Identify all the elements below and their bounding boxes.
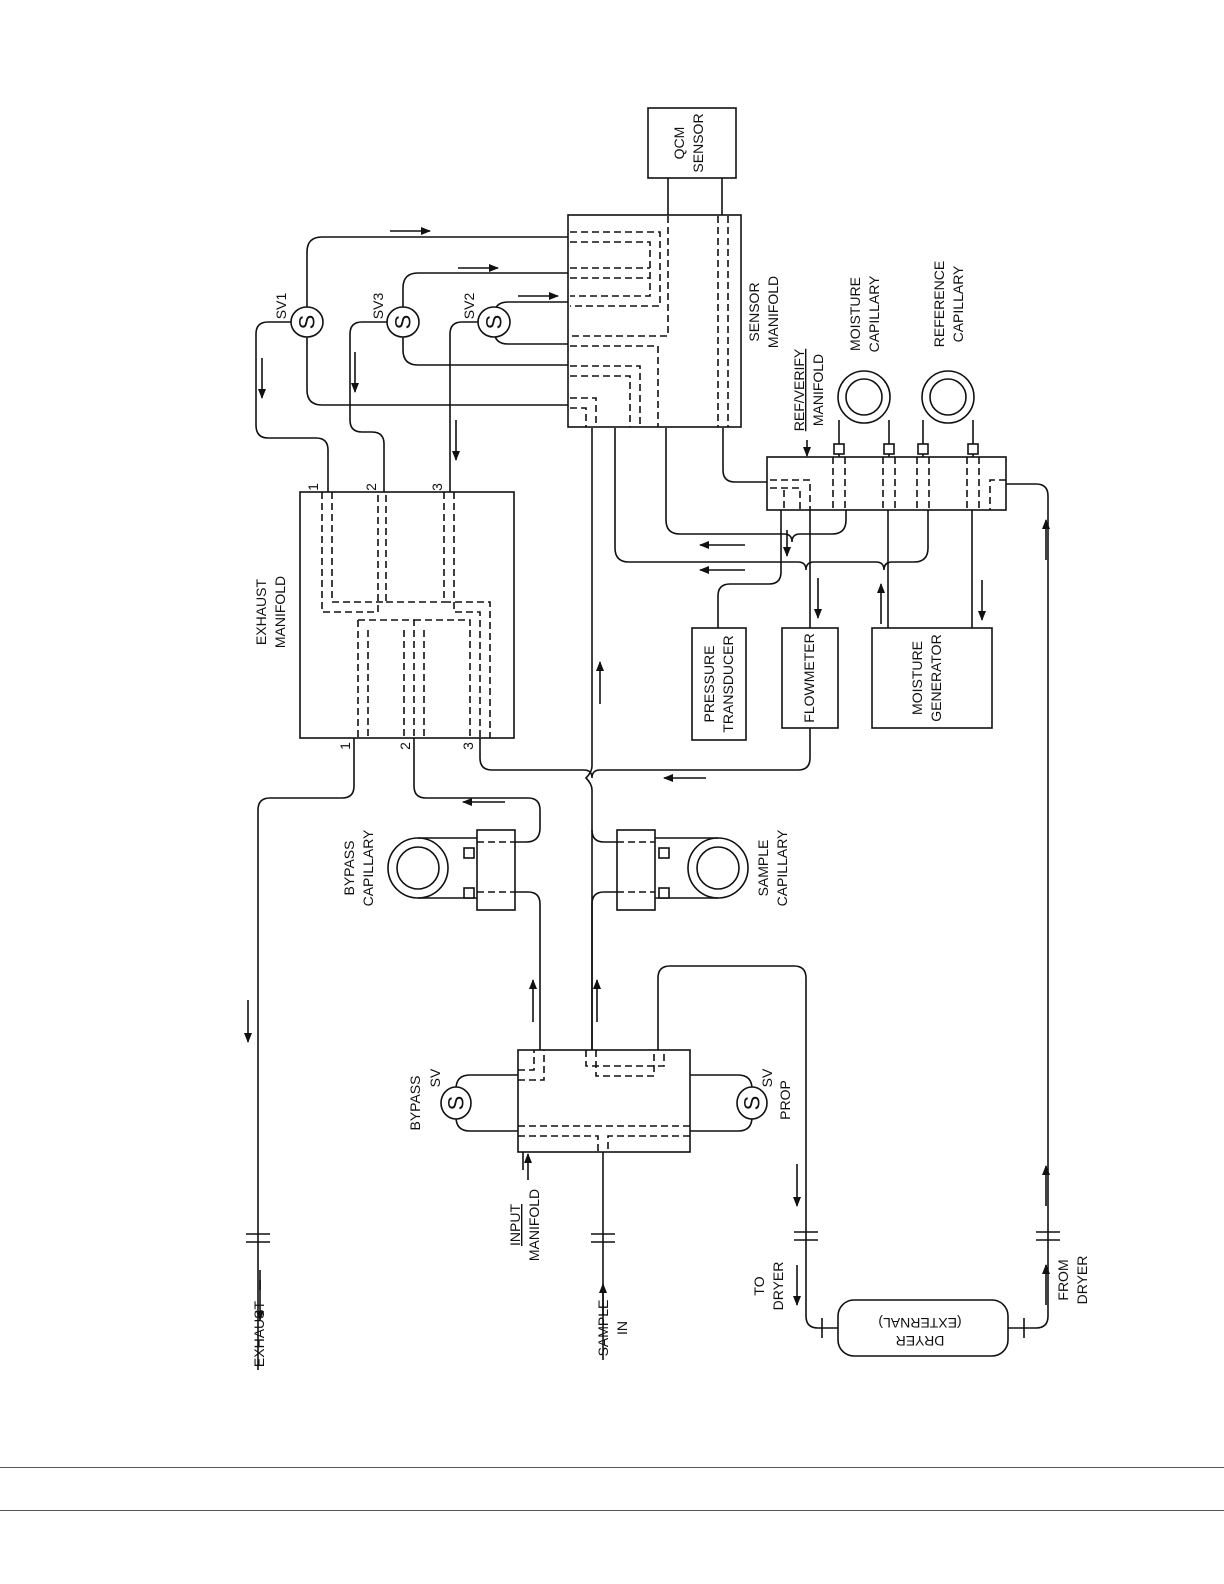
reference-capillary-label-line2: CAPILLARY xyxy=(950,265,966,342)
pressure-transducer-label-line2: TRANSDUCER xyxy=(720,635,736,732)
exhaust-bottom-port-2: 2 xyxy=(397,742,413,750)
solenoid-valve-prop xyxy=(736,1086,768,1120)
from-dryer-label-line2: DRYER xyxy=(1074,1256,1090,1305)
ref-verify-manifold xyxy=(766,456,1007,511)
labels: S S S S S SV1 SV3 SV2 SV BYPASS SV PROP … xyxy=(251,113,1090,1367)
reference-capillary-coil xyxy=(917,370,979,455)
sv1-label: SV1 xyxy=(273,293,289,320)
bypass-valve-glyph: S xyxy=(444,1096,469,1111)
solenoid-valve-bypass xyxy=(440,1086,472,1120)
tubing-lines xyxy=(246,178,1060,1370)
qcm-sensor-box xyxy=(647,107,737,179)
exhaust-outlet-label: EXHAUST xyxy=(251,1300,267,1367)
sample-in-label-line1: SAMPLE xyxy=(595,1300,611,1357)
pressure-transducer-label-line1: PRESSURE xyxy=(701,645,717,722)
dryer-label-line2: (EXTERNAL) xyxy=(878,1315,961,1331)
input-manifold-label-line2: MANIFOLD xyxy=(526,1189,542,1261)
bypass-capillary-label-line1: BYPASS xyxy=(341,841,357,896)
solenoid-valve-sv2 xyxy=(477,306,511,338)
to-dryer-label-line1: TO xyxy=(751,1276,767,1295)
sv2-glyph: S xyxy=(482,315,507,330)
qcm-sensor-label-line2: SENSOR xyxy=(690,113,706,172)
sv2-label: SV2 xyxy=(461,293,477,320)
sensor-manifold-label-line2: MANIFOLD xyxy=(765,276,781,348)
input-manifold-label-line1: INPUT xyxy=(507,1204,523,1246)
bypass-sv-label: SV xyxy=(427,1068,443,1087)
reference-capillary-label-line1: REFERENCE xyxy=(931,261,947,347)
exhaust-top-port-1: 1 xyxy=(305,483,321,491)
sensor-manifold-label-line1: SENSOR xyxy=(746,282,762,341)
qcm-sensor-label-line1: QCM xyxy=(671,127,687,160)
prop-sv-label: SV xyxy=(759,1068,775,1087)
prop-label: PROP xyxy=(777,1080,793,1120)
moisture-generator-label-line1: MOISTURE xyxy=(909,641,925,715)
moisture-capillary-label-line1: MOISTURE xyxy=(847,277,863,351)
solenoid-valve-sv3 xyxy=(386,306,420,338)
sv3-glyph: S xyxy=(391,315,416,330)
sample-capillary xyxy=(616,829,749,911)
flowmeter-box xyxy=(781,627,839,729)
sv1-glyph: S xyxy=(295,315,320,330)
exhaust-manifold xyxy=(299,491,515,739)
page-divider-top xyxy=(0,1467,1224,1468)
sensor-manifold xyxy=(567,214,742,428)
solenoid-valve-sv1 xyxy=(290,306,324,338)
pressure-transducer-box xyxy=(691,627,747,741)
input-manifold xyxy=(517,1049,691,1153)
exhaust-manifold-label-line1: EXHAUST xyxy=(253,578,269,645)
ref-verify-label-line1: REF/VERIFY xyxy=(791,348,807,431)
dryer-label-line1: DRYER xyxy=(896,1333,945,1349)
to-dryer-label-line2: DRYER xyxy=(770,1262,786,1311)
sample-capillary-label-line2: CAPILLARY xyxy=(774,829,790,906)
moisture-generator-label-line2: GENERATOR xyxy=(928,634,944,721)
sample-in-label-line2: IN xyxy=(614,1321,630,1335)
bypass-capillary xyxy=(387,829,516,911)
sample-capillary-label-line1: SAMPLE xyxy=(755,840,771,897)
moisture-capillary-coil xyxy=(833,370,895,455)
exhaust-bottom-port-3: 3 xyxy=(460,742,476,750)
flowmeter-label: FLOWMETER xyxy=(801,633,817,722)
flow-arrows xyxy=(244,227,1050,1321)
prop-valve-glyph: S xyxy=(740,1096,765,1111)
exhaust-manifold-label-line2: MANIFOLD xyxy=(272,576,288,648)
bypass-capillary-label-line2: CAPILLARY xyxy=(360,829,376,906)
from-dryer-label-line1: FROM xyxy=(1055,1259,1071,1300)
exhaust-bottom-port-1: 1 xyxy=(337,742,353,750)
fittings xyxy=(246,1231,1060,1338)
moisture-capillary-label-line2: CAPILLARY xyxy=(866,275,882,352)
exhaust-top-port-2: 2 xyxy=(363,483,379,491)
ref-verify-label-line2: MANIFOLD xyxy=(810,354,826,426)
sv3-label: SV3 xyxy=(370,293,386,320)
dryer-external xyxy=(837,1299,1009,1357)
page-divider-bottom xyxy=(0,1510,1224,1511)
bypass-label: BYPASS xyxy=(407,1076,423,1131)
exhaust-top-port-3: 3 xyxy=(429,483,445,491)
moisture-generator-box xyxy=(871,627,993,729)
